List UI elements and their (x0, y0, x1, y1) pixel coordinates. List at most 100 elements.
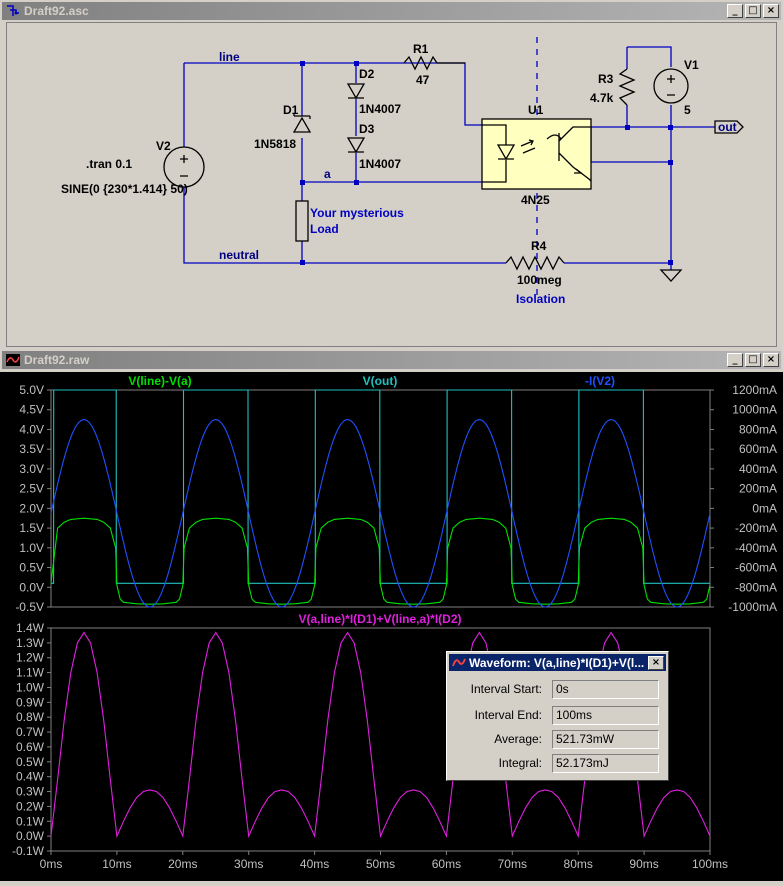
pane1-left-tick-label: -0.5V (15, 600, 44, 614)
label-r4-value: 100meg (517, 273, 562, 287)
pane1-right-tick-label: 1200mA (732, 383, 777, 397)
pane2-left-tick-label: 0.1W (16, 814, 45, 828)
interval-end-label: Interval End: (474, 708, 542, 722)
pane1-left-tick-label: 1.0V (19, 541, 44, 555)
pane1-right-tick-label: 200mA (739, 482, 777, 496)
label-sine: SINE(0 {230*1.414} 50) (61, 182, 188, 196)
pane1-left-tick-label: 3.0V (19, 462, 44, 476)
d1-diode[interactable] (292, 115, 312, 133)
pane2-left-tick-label: 1.2W (16, 651, 45, 665)
waveform-titlebar[interactable]: Draft92.raw _ □ × (2, 351, 781, 369)
schematic-window: Draft92.asc _ □ × (0, 0, 783, 349)
pane1-right-tick-label: 1000mA (732, 403, 777, 417)
pane1-title-iv2: -I(V2) (585, 374, 615, 388)
x-tick-label: 20ms (168, 857, 197, 871)
pane1-right-tick-label: 800mA (739, 422, 777, 436)
label-d3: D3 (359, 122, 375, 136)
pane1-right-tick-label: 600mA (739, 442, 777, 456)
interval-start-label: Interval Start: (470, 682, 542, 696)
pane1-right-tick-label: -800mA (735, 580, 777, 594)
label-v1: V1 (684, 58, 699, 72)
pane2-left-tick-label: 1.3W (16, 636, 45, 650)
x-tick-label: 70ms (498, 857, 527, 871)
pane1-right-tick-label: -600mA (735, 561, 777, 575)
r4-resistor[interactable] (505, 255, 565, 271)
pane2-left-tick-label: 0.2W (16, 799, 45, 813)
pane1-left-tick-label: 4.0V (19, 422, 44, 436)
pane1-right-tick-label: -1000mA (728, 600, 777, 614)
pane1-left-tick-label: 2.0V (19, 501, 44, 515)
label-out: out (718, 120, 737, 134)
out-port[interactable] (714, 120, 744, 134)
pane2-left-tick-label: 0.9W (16, 695, 45, 709)
wires (183, 46, 715, 270)
schematic-titlebar[interactable]: Draft92.asc _ □ × (2, 2, 781, 20)
series-iv2-line (50, 419, 711, 608)
u1-optocoupler[interactable] (481, 118, 592, 190)
pane2-left-tick-label: -0.1W (12, 844, 45, 858)
label-tran: .tran 0.1 (86, 157, 132, 171)
pane1-right-tick-label: 400mA (739, 462, 777, 476)
label-v2: V2 (156, 139, 171, 153)
label-u1: U1 (528, 103, 544, 117)
average-label: Average: (494, 732, 542, 746)
components (163, 55, 689, 282)
plot-svg: 5.0V4.5V4.0V3.5V3.0V2.5V2.0V1.5V1.0V0.5V… (12, 374, 777, 871)
pane2-left-tick-label: 1.4W (16, 621, 45, 635)
load-resistor[interactable] (295, 200, 309, 242)
label-load-line1: Your mysterious (310, 206, 404, 220)
pane1-right-tick-label: -200mA (735, 521, 777, 535)
label-r1: R1 (413, 42, 429, 56)
label-node-a: a (324, 167, 331, 181)
d3-diode[interactable] (346, 137, 366, 154)
maximize-button[interactable]: □ (745, 4, 761, 18)
interval-start-field[interactable]: 0s (552, 680, 659, 699)
maximize-button[interactable]: □ (745, 353, 761, 367)
d2-diode[interactable] (346, 83, 366, 100)
schematic-icon (7, 5, 19, 16)
minimize-button[interactable]: _ (727, 4, 743, 18)
v1-source[interactable] (653, 68, 689, 104)
integral-label: Integral: (498, 756, 542, 770)
pane2-title-power: V(a,line)*I(D1)+V(line,a)*I(D2) (298, 612, 461, 626)
x-tick-label: 60ms (432, 857, 461, 871)
label-d2-model: 1N4007 (359, 102, 401, 116)
dialog-title: Waveform: V(a,line)*I(D1)+V(l... (469, 656, 645, 670)
dialog-close-button[interactable]: × (648, 656, 664, 670)
close-button[interactable]: × (763, 353, 779, 367)
label-d3-model: 1N4007 (359, 157, 401, 171)
label-u1-model: 4N25 (521, 193, 550, 207)
waveform-icon (452, 658, 466, 667)
label-line: line (219, 50, 240, 64)
minimize-button[interactable]: _ (727, 353, 743, 367)
x-tick-label: 90ms (629, 857, 658, 871)
x-tick-label: 50ms (366, 857, 395, 871)
r1-resistor[interactable] (403, 55, 465, 71)
v2-source[interactable] (163, 146, 205, 188)
pane2-left-tick-label: 1.1W (16, 666, 45, 680)
pane2-left-tick-label: 0.4W (16, 770, 45, 784)
ground-symbol (659, 269, 683, 282)
pane1-left-tick-label: 5.0V (19, 383, 44, 397)
label-r4: R4 (531, 239, 547, 253)
pane2-left-tick-label: 0.0W (16, 829, 45, 843)
label-r3: R3 (598, 72, 614, 86)
dialog-titlebar[interactable]: Waveform: V(a,line)*I(D1)+V(l... × (449, 654, 666, 671)
label-load-line2: Load (310, 222, 339, 236)
schematic-title: Draft92.asc (24, 4, 89, 18)
integral-field[interactable]: 52.173mJ (552, 754, 659, 773)
schematic-canvas[interactable]: line neutral a out V2 .tran 0.1 SINE(0 {… (6, 22, 777, 347)
schematic-drawing: line neutral a out V2 .tran 0.1 SINE(0 {… (61, 37, 744, 306)
pane1-left-tick-label: 0.0V (19, 580, 44, 594)
r3-resistor[interactable] (618, 68, 636, 106)
pane2-left-tick-label: 0.3W (16, 785, 45, 799)
interval-end-field[interactable]: 100ms (552, 706, 659, 725)
close-button[interactable]: × (763, 4, 779, 18)
waveform-icon (6, 354, 20, 366)
average-field[interactable]: 521.73mW (552, 730, 659, 749)
series-vline-va-line (50, 517, 711, 605)
pane1-right-tick-label: -400mA (735, 541, 777, 555)
label-neutral: neutral (219, 248, 259, 262)
label-d1: D1 (283, 103, 299, 117)
